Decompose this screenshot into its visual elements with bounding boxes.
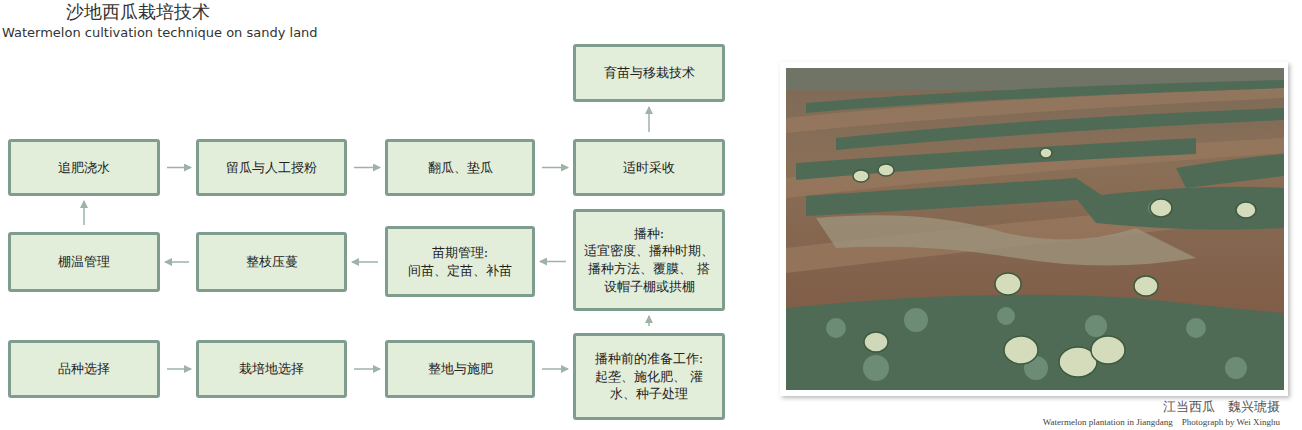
process-box: 品种选择: [8, 340, 160, 398]
flow-arrow: [542, 368, 568, 370]
subtitle: Watermelon cultivation technique on sand…: [2, 25, 318, 40]
box-text: 追肥浇水: [58, 159, 110, 177]
process-box: 栽培地选择: [196, 340, 347, 398]
flow-arrow: [352, 261, 378, 263]
process-box: 播种:适宜密度、播种时期、 播种方法、覆膜、 搭设帽子棚或拱棚: [573, 209, 725, 311]
diagram-title: 沙地西瓜栽培技术: [66, 0, 210, 24]
flow-arrow: [83, 201, 85, 225]
flow-arrow: [354, 167, 380, 169]
process-box: 整地与施肥: [385, 340, 535, 398]
process-box: 播种前的准备工作:起垄、施化肥、 灌水、种子处理: [573, 333, 725, 420]
box-text: 起垄、施化肥、 灌水、种子处理: [584, 368, 714, 403]
process-box: 留瓜与人工授粉: [196, 139, 347, 196]
box-text: 翻瓜、垫瓜: [428, 159, 493, 177]
box-text: 棚温管理: [58, 253, 110, 271]
process-box: 育苗与移栽技术: [573, 44, 725, 102]
process-box: 苗期管理:间苗、定苗、补苗: [385, 226, 535, 297]
photo-frame: [780, 62, 1288, 396]
box-text: 整枝压蔓: [246, 253, 298, 271]
flow-arrow: [648, 107, 650, 132]
box-heading: 苗期管理:: [432, 244, 488, 262]
box-text: 留瓜与人工授粉: [226, 159, 317, 177]
flow-arrow: [165, 261, 189, 263]
box-text: 适时采收: [623, 159, 675, 177]
watermelons: [853, 148, 1256, 377]
watermelon-field-photo: [776, 58, 1294, 402]
process-box: 翻瓜、垫瓜: [385, 139, 535, 196]
box-text: 整地与施肥: [428, 360, 493, 378]
box-text: 间苗、定苗、补苗: [408, 262, 512, 280]
process-box: 棚温管理: [8, 232, 160, 292]
photo-caption-english: Watermelon plantation in Jiangdang Photo…: [1043, 417, 1280, 427]
flow-arrow: [540, 261, 566, 263]
process-box: 整枝压蔓: [196, 232, 347, 292]
box-text: 栽培地选择: [239, 360, 304, 378]
box-text: 育苗与移栽技术: [604, 64, 695, 82]
flow-arrow: [354, 368, 380, 370]
soil: [786, 68, 1284, 390]
box-heading: 播种前的准备工作:: [595, 350, 703, 368]
flow-arrow: [648, 316, 650, 326]
leaf-texture: [826, 200, 1247, 381]
box-text: 品种选择: [58, 360, 110, 378]
flow-arrow: [167, 167, 191, 169]
box-heading: 播种:: [634, 225, 664, 243]
flow-arrow: [542, 167, 568, 169]
photo-caption: 江当西瓜 魏兴琥摄: [1163, 398, 1280, 416]
vine-rows: [786, 80, 1284, 390]
ridges: [786, 88, 1284, 273]
flow-arrow: [167, 368, 191, 370]
process-box: 追肥浇水: [8, 139, 160, 196]
box-text: 适宜密度、播种时期、 播种方法、覆膜、 搭设帽子棚或拱棚: [584, 242, 714, 295]
process-box: 适时采收: [573, 139, 725, 196]
